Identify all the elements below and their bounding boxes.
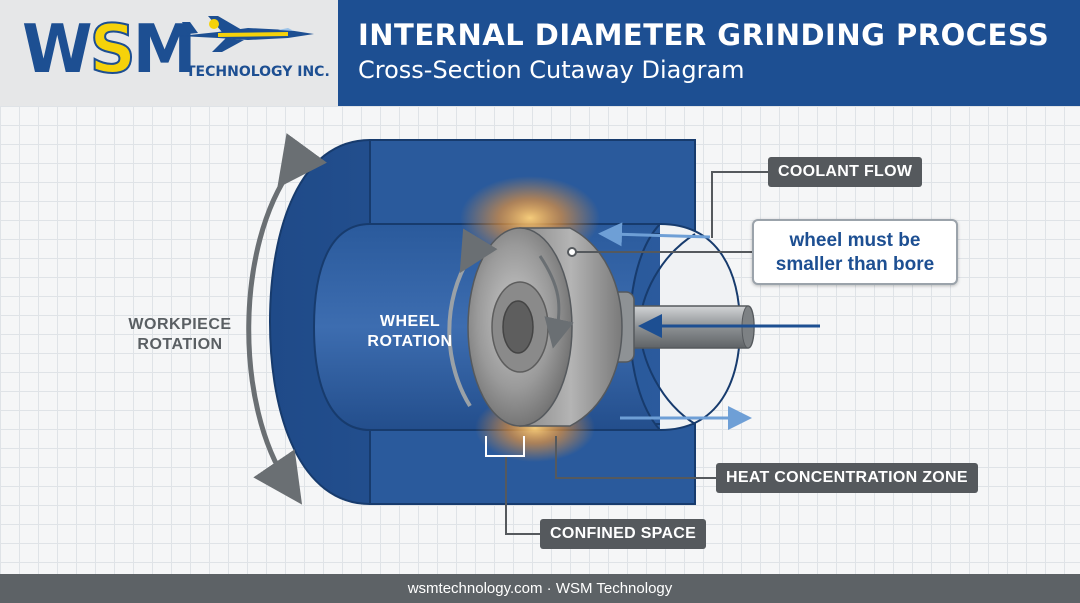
title-banner (338, 0, 1080, 106)
logo-letter-s: S (89, 10, 137, 90)
heat-zone-tag: HEAT CONCENTRATION ZONE (716, 463, 978, 493)
logo-subtitle: TECHNOLOGY INC. (186, 64, 330, 80)
workpiece-rotation-label: WORKPIECE ROTATION (128, 316, 232, 353)
wheel-rotation-arrow (447, 228, 498, 408)
footer: wsmtechnology.com · WSM Technology (0, 574, 1080, 603)
workpiece-rotation-arrow (246, 133, 327, 505)
coolant-arrow-in (598, 222, 711, 247)
leader-heat (555, 436, 716, 479)
confined-space-tag: CONFINED SPACE (540, 519, 707, 549)
leader-confined (505, 456, 540, 535)
leader-coolant (711, 171, 768, 238)
logo-panel (0, 0, 338, 106)
page-title: INTERNAL DIAMETER GRINDING PROCESS (358, 18, 1050, 52)
logo-letter-w: W (22, 11, 93, 89)
page-subtitle: Cross-Section Cutaway Diagram (358, 56, 745, 84)
cutaway-diagram (246, 133, 820, 535)
wheel-size-note: wheel must be smaller than bore (752, 219, 958, 285)
jet-icon (180, 16, 314, 52)
confined-bracket (485, 436, 525, 457)
footer-link[interactable]: wsmtechnology.com · WSM Technology (407, 580, 673, 597)
company-logo[interactable]: WSM (22, 8, 196, 92)
coolant-flow-tag: COOLANT FLOW (768, 157, 923, 187)
wheel-rotation-label: WHEEL ROTATION (367, 313, 453, 350)
